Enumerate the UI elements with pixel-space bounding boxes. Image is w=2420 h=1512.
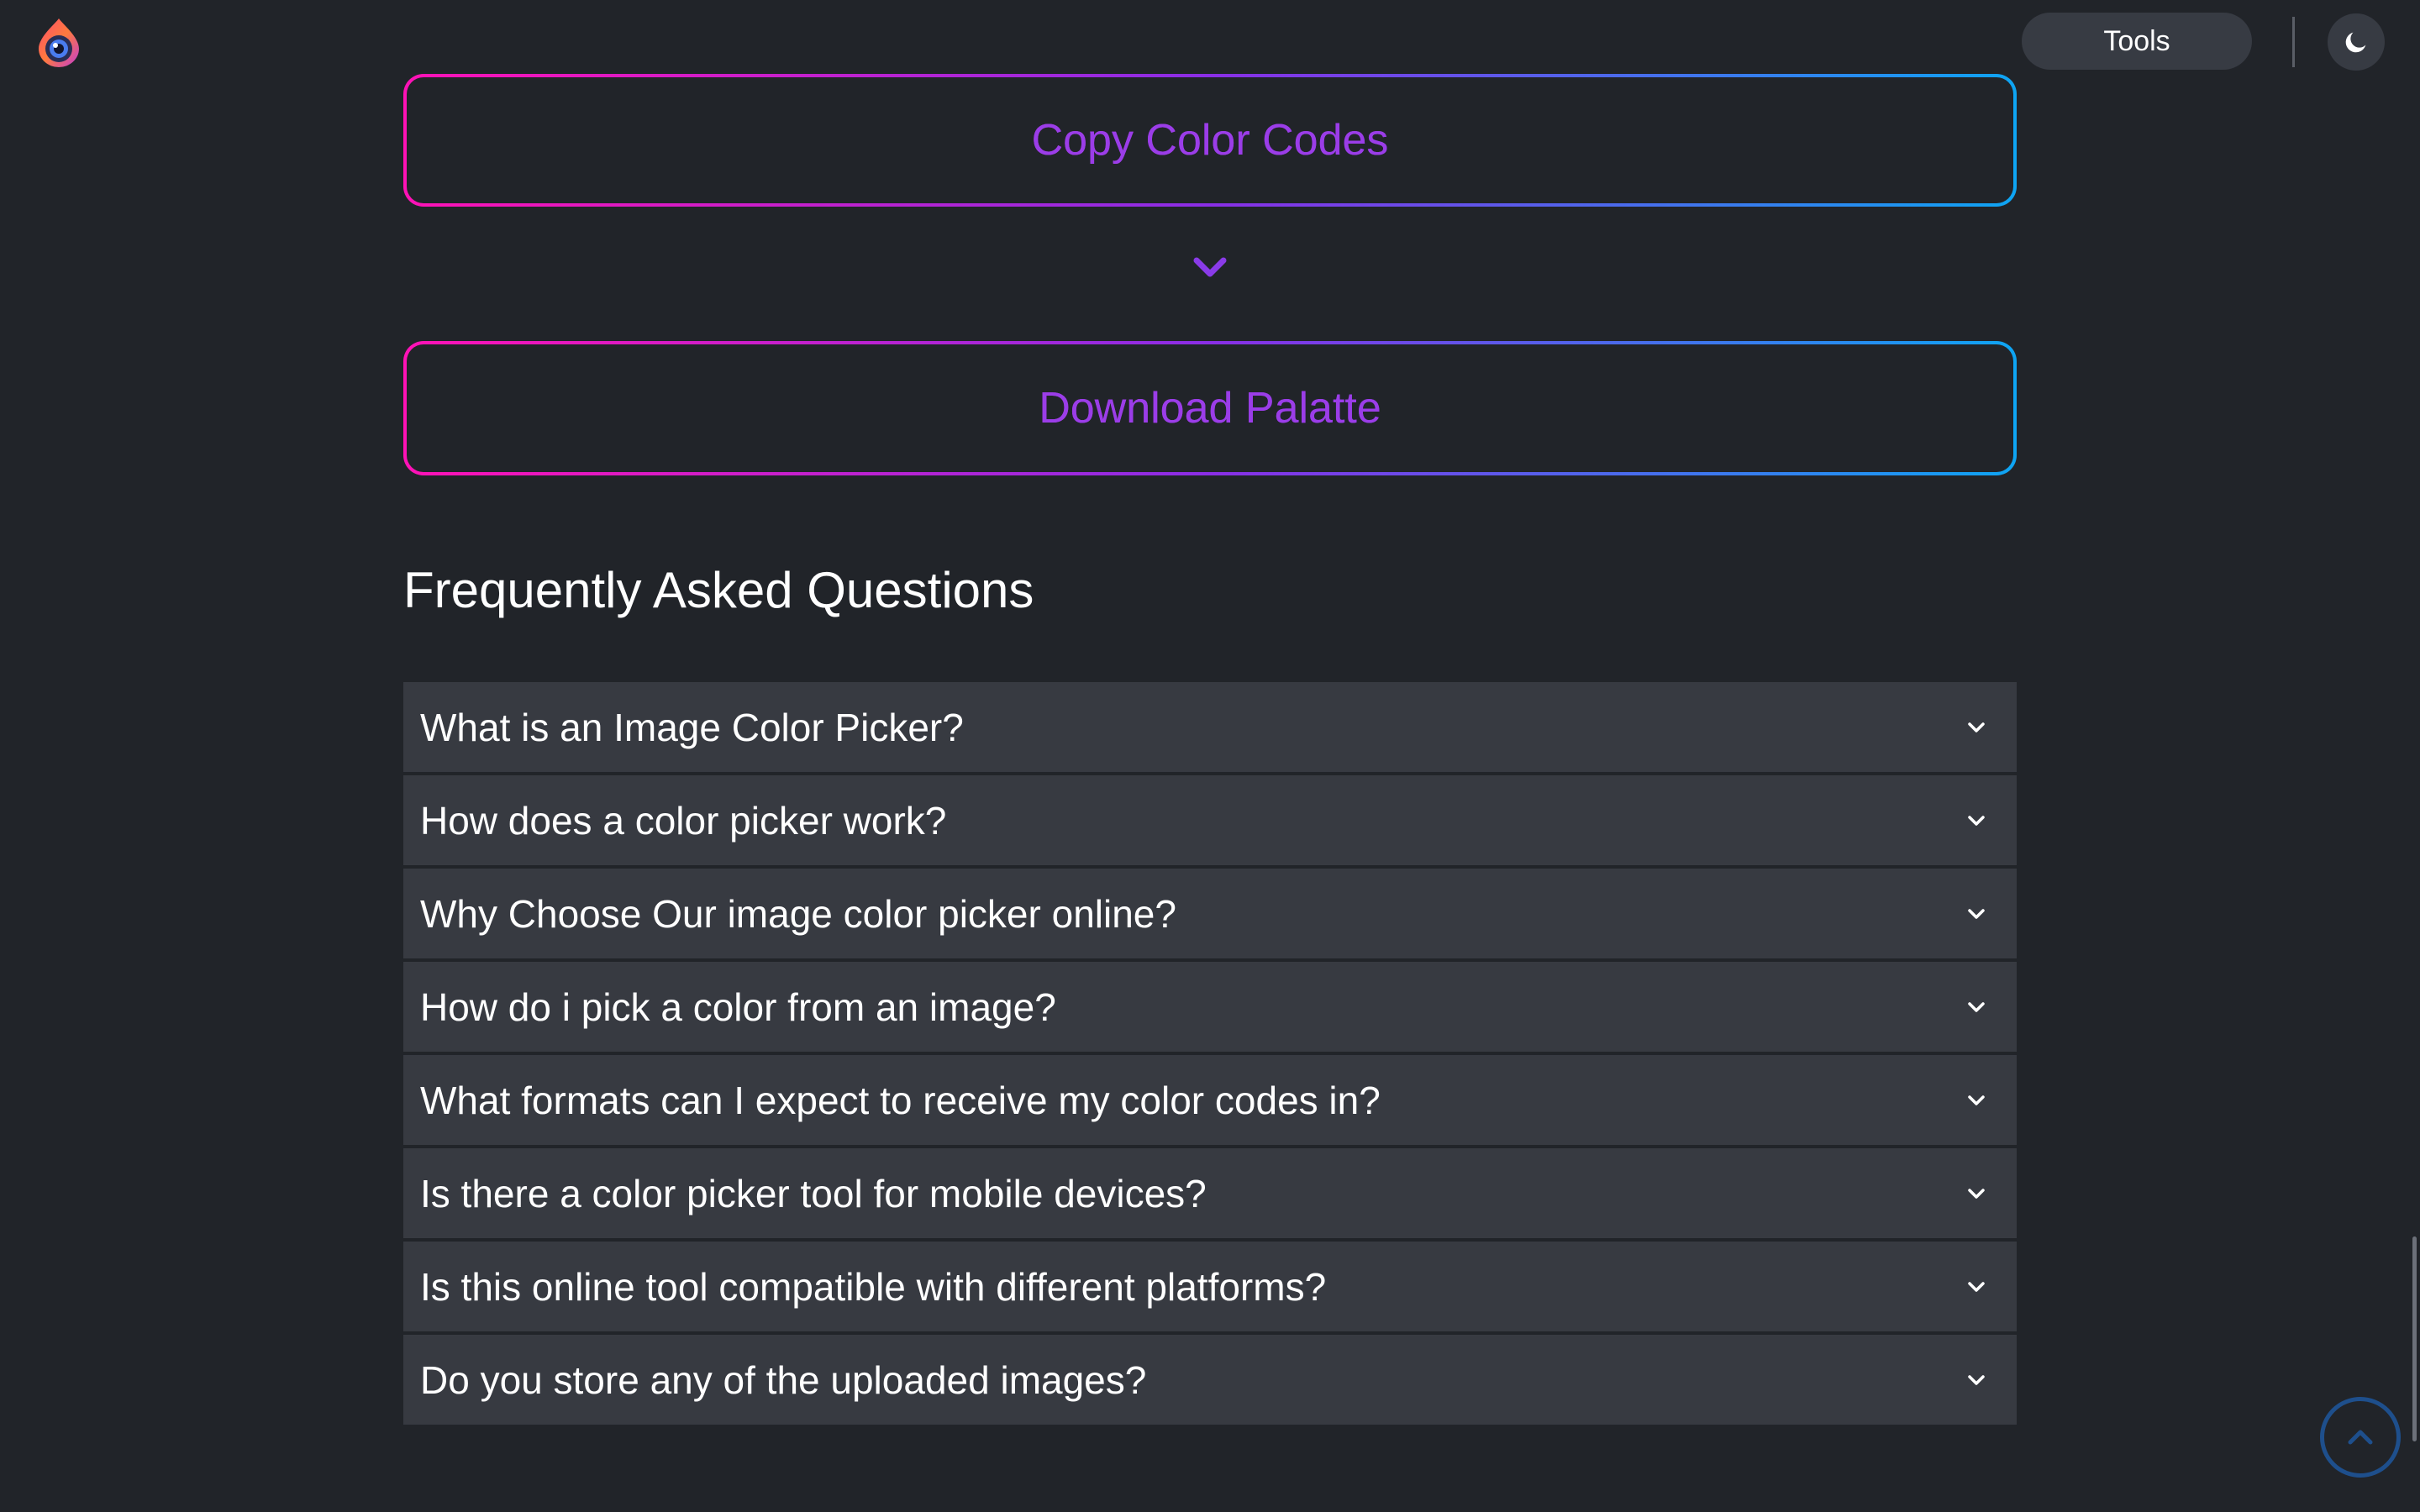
scrollbar-thumb[interactable] [2412,1236,2417,1441]
chevron-down-icon [1968,815,1985,826]
copy-color-codes-button[interactable]: Copy Color Codes [403,74,2017,207]
chevron-down-icon [1193,257,1227,277]
faq-item[interactable]: What is an Image Color Picker? [403,682,2017,772]
faq-question: Do you store any of the uploaded images? [420,1357,1147,1402]
faq-item[interactable]: Do you store any of the uploaded images? [403,1335,2017,1425]
chevron-down-icon [1968,1001,1985,1012]
chevron-down-icon [1968,722,1985,732]
faq-item[interactable]: Why Choose Our image color picker online… [403,869,2017,958]
faq-item[interactable]: Is this online tool compatible with diff… [403,1242,2017,1331]
chevron-down-icon [1968,1188,1985,1199]
faq-list: What is an Image Color Picker? How does … [403,682,2017,1428]
faq-question: What is an Image Color Picker? [420,705,964,749]
chevron-down-icon [1968,908,1985,919]
chevron-up-icon [2348,1430,2373,1445]
copy-color-codes-label: Copy Color Codes [1031,116,1389,165]
faq-question: Why Choose Our image color picker online… [420,891,1176,936]
moon-icon [2345,32,2366,53]
faq-question: Is there a color picker tool for mobile … [420,1171,1207,1215]
download-palette-button[interactable]: Download Palatte [403,341,2017,475]
logo-icon[interactable] [37,17,81,69]
scroll-to-top-button[interactable] [2320,1397,2401,1478]
faq-item[interactable]: How do i pick a color from an image? [403,962,2017,1052]
faq-question: How do i pick a color from an image? [420,984,1056,1029]
header-divider [2292,17,2295,67]
faq-title: Frequently Asked Questions [403,562,1034,618]
faq-question: How does a color picker work? [420,798,947,843]
faq-question: Is this online tool compatible with diff… [420,1264,1327,1309]
faq-item[interactable]: Is there a color picker tool for mobile … [403,1148,2017,1238]
tools-button[interactable]: Tools [2022,13,2252,70]
download-palette-label: Download Palatte [1039,384,1381,433]
chevron-down-icon [1968,1281,1985,1292]
theme-toggle-button[interactable] [2328,13,2385,71]
chevron-down-icon [1968,1374,1985,1385]
faq-question: What formats can I expect to receive my … [420,1078,1381,1122]
faq-item[interactable]: What formats can I expect to receive my … [403,1055,2017,1145]
faq-item[interactable]: How does a color picker work? [403,775,2017,865]
chevron-down-icon [1968,1095,1985,1105]
